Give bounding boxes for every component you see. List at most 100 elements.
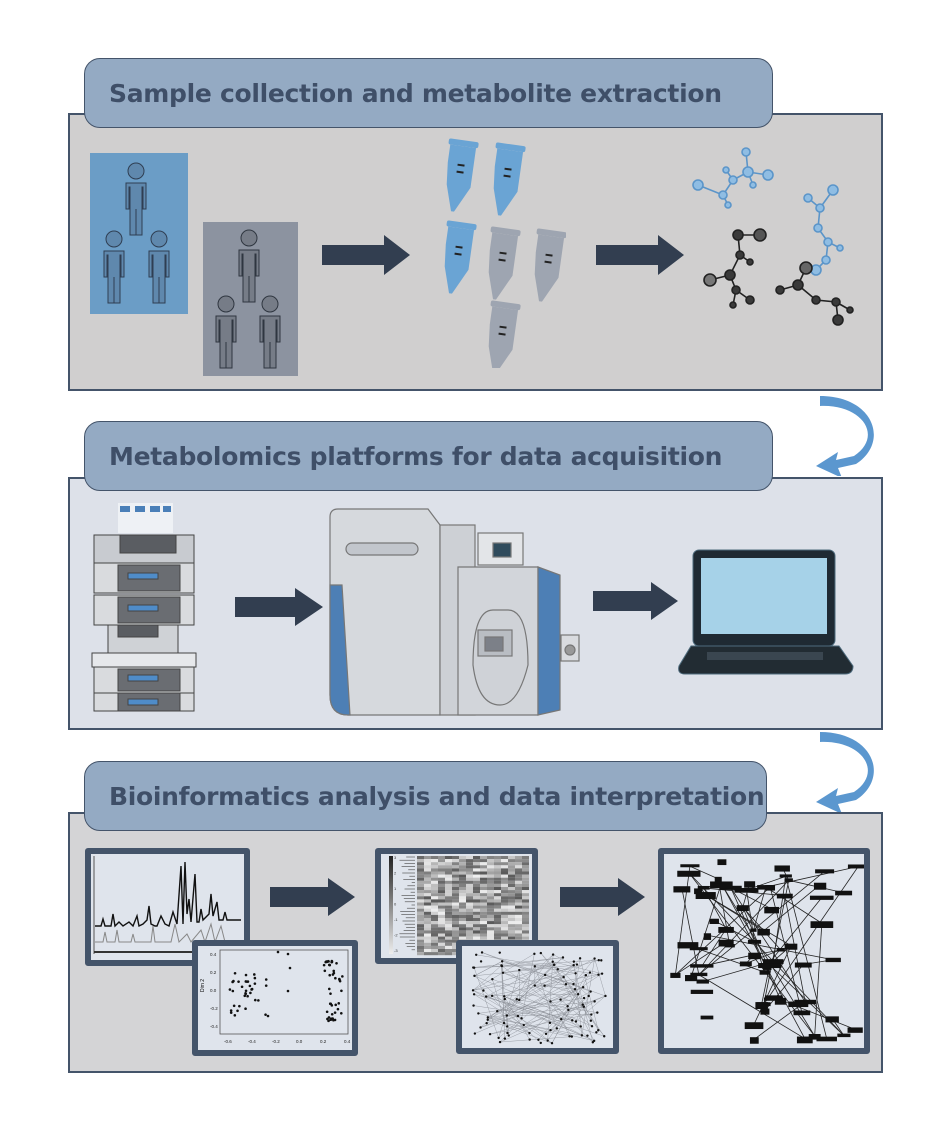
scatter-point bbox=[286, 989, 290, 993]
pathway-edge bbox=[701, 928, 727, 967]
heatmap-cell bbox=[501, 905, 508, 909]
network-edge bbox=[556, 1026, 581, 1029]
network-node bbox=[571, 1019, 574, 1022]
heatmap-cell bbox=[494, 921, 501, 925]
heatmap-cell bbox=[466, 862, 473, 866]
colorbar-tick: 0 bbox=[394, 902, 397, 907]
network-node bbox=[533, 965, 537, 968]
network-node bbox=[472, 966, 475, 969]
network-edge bbox=[473, 957, 563, 968]
network-node bbox=[520, 1017, 523, 1020]
network-edge bbox=[519, 957, 564, 1001]
heatmap-cell bbox=[417, 899, 424, 903]
pathway-node bbox=[774, 997, 787, 1005]
heatmap-cell bbox=[424, 874, 431, 878]
section-title-text: Bioinformatics analysis and data interpr… bbox=[109, 781, 765, 811]
network-node bbox=[539, 951, 543, 955]
heatmap-cell bbox=[466, 868, 473, 872]
pathway-node bbox=[757, 928, 770, 936]
heatmap-cell bbox=[431, 924, 438, 928]
heatmap-cell bbox=[431, 933, 438, 937]
heatmap-cell bbox=[452, 911, 459, 915]
heatmap-cell bbox=[501, 911, 508, 915]
pathway-edge bbox=[698, 948, 765, 973]
network-node bbox=[537, 1038, 540, 1041]
network-node bbox=[564, 983, 568, 986]
pathway-node bbox=[796, 1036, 813, 1044]
network-node bbox=[590, 1013, 593, 1016]
heatmap-cell bbox=[417, 880, 424, 884]
scatter-point bbox=[232, 979, 235, 983]
network-edge bbox=[574, 989, 599, 1031]
heatmap-cell bbox=[473, 868, 480, 872]
pathway-node bbox=[677, 870, 701, 877]
heatmap-cell bbox=[438, 902, 445, 906]
pathway-node bbox=[673, 886, 691, 893]
pathway-edge bbox=[689, 865, 719, 880]
pathway-edge bbox=[763, 880, 790, 1005]
heatmap-cell bbox=[508, 905, 515, 909]
heatmap-cell bbox=[494, 883, 501, 887]
scatter-point bbox=[232, 1004, 236, 1008]
scatter-point bbox=[236, 1009, 239, 1013]
heatmap-cell bbox=[473, 874, 480, 878]
heatmap-cell bbox=[501, 862, 508, 866]
arrow-right-icon bbox=[235, 588, 323, 626]
scatter-point bbox=[244, 1007, 247, 1011]
heatmap-cell bbox=[445, 862, 452, 866]
heatmap-cell bbox=[508, 868, 515, 872]
pathway-node bbox=[759, 970, 770, 975]
network-node bbox=[477, 1012, 480, 1015]
heatmap-cell bbox=[445, 887, 452, 891]
sample-tubes-icon bbox=[437, 138, 566, 368]
pathway-node bbox=[695, 892, 716, 900]
heatmap-cell bbox=[487, 859, 494, 863]
heatmap-cell bbox=[445, 856, 452, 860]
section-title-text: Metabolomics platforms for data acquisit… bbox=[109, 441, 723, 471]
heatmap-cell bbox=[431, 874, 438, 878]
network-node bbox=[586, 1034, 589, 1037]
heatmap-cell bbox=[438, 933, 445, 937]
heatmap-cell bbox=[515, 874, 522, 878]
heatmap-cell bbox=[459, 933, 466, 937]
network-node bbox=[579, 1025, 582, 1028]
heatmap-cell bbox=[417, 924, 424, 928]
network-edge bbox=[506, 972, 591, 1016]
heatmap-cell bbox=[487, 862, 494, 866]
heatmap-cell bbox=[417, 952, 424, 956]
heatmap-cell bbox=[508, 924, 515, 928]
network-node bbox=[600, 972, 604, 975]
heatmap-cell bbox=[417, 933, 424, 937]
network-edge bbox=[500, 1036, 572, 1043]
scatter-point bbox=[233, 971, 237, 975]
heatmap-cell bbox=[466, 914, 473, 918]
heatmap-cell bbox=[445, 877, 452, 881]
heatmap-cell bbox=[501, 896, 508, 900]
heatmap-cell bbox=[515, 893, 522, 897]
heatmap-cell bbox=[522, 887, 529, 891]
heatmap-cell bbox=[480, 868, 487, 872]
heatmap-cell bbox=[466, 911, 473, 915]
network-node bbox=[500, 960, 504, 963]
pathway-node bbox=[697, 885, 710, 890]
pathway-node bbox=[703, 933, 712, 940]
network-node bbox=[479, 960, 483, 963]
heatmap-cell bbox=[438, 862, 445, 866]
network-edge bbox=[544, 984, 566, 986]
heatmap-cell bbox=[424, 905, 431, 909]
heatmap-cell bbox=[466, 927, 473, 931]
heatmap-cell bbox=[487, 905, 494, 909]
network-node bbox=[552, 963, 556, 967]
heatmap-cell bbox=[431, 918, 438, 922]
heatmap-cell bbox=[459, 868, 466, 872]
heatmap-cell bbox=[438, 877, 445, 881]
heatmap-cell bbox=[473, 883, 480, 887]
heatmap-cell bbox=[431, 859, 438, 863]
scatter-point bbox=[257, 999, 260, 1002]
network-edge bbox=[478, 1013, 595, 1042]
pathway-node bbox=[776, 893, 793, 899]
heatmap-cell bbox=[515, 868, 522, 872]
network-node bbox=[588, 971, 592, 974]
network-node bbox=[475, 953, 478, 956]
pathway-node bbox=[749, 1037, 759, 1044]
